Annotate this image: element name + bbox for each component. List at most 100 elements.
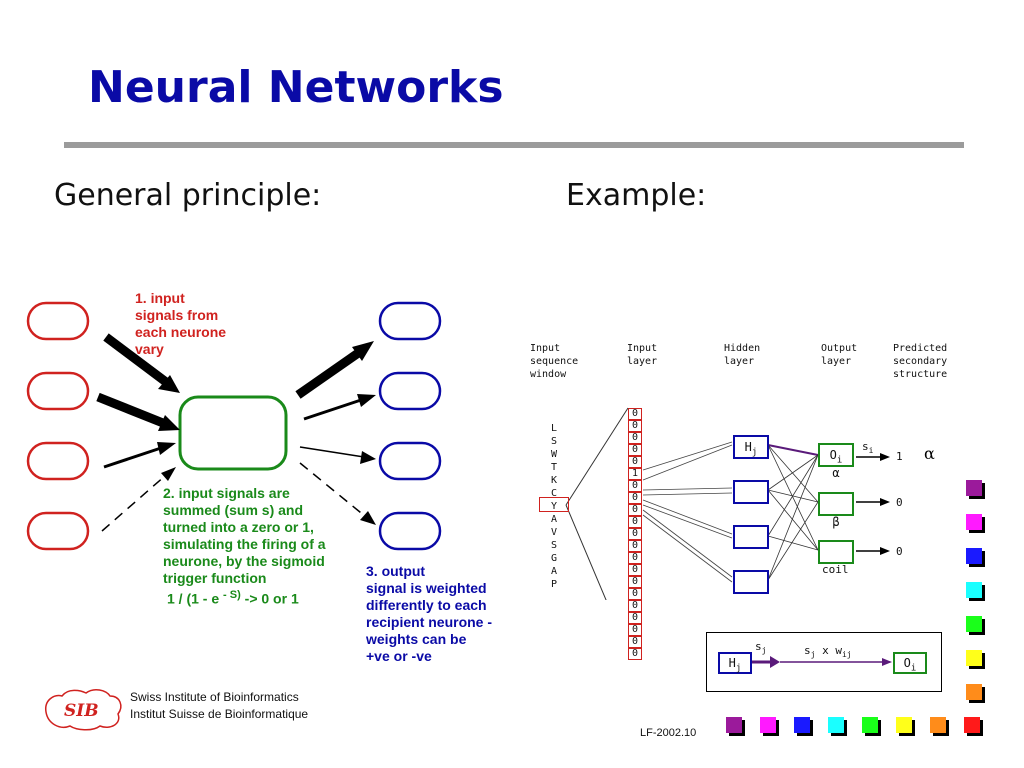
col-header-input-window: Input sequence window bbox=[530, 342, 578, 381]
col-header-line: window bbox=[530, 369, 567, 380]
col-header-input-layer: Input layer bbox=[627, 342, 657, 368]
step2-line: turned into a zero or 1, bbox=[163, 519, 314, 535]
input-unit: 0 bbox=[628, 564, 642, 576]
step1-line: vary bbox=[135, 341, 164, 357]
col-header-hidden-layer: Hidden layer bbox=[724, 342, 760, 368]
step3-line: weights can be bbox=[366, 631, 467, 647]
predicted-alpha: α bbox=[924, 444, 935, 463]
step3-line: 3. output bbox=[366, 563, 426, 579]
input-unit: 0 bbox=[628, 480, 642, 492]
color-square bbox=[966, 650, 982, 666]
col-header-line: layer bbox=[627, 356, 658, 367]
window-center-box bbox=[539, 497, 569, 512]
col-header-line: Input bbox=[627, 343, 658, 354]
input-unit: 0 bbox=[628, 576, 642, 588]
step2-line: neurone, by the sigmoid bbox=[163, 553, 325, 569]
formula-prefix: 1 / (1 - e bbox=[167, 590, 220, 607]
color-square bbox=[896, 717, 912, 733]
sequence-residue: G bbox=[550, 553, 558, 564]
sib-logo: SIB bbox=[45, 688, 122, 731]
hidden-node-hj: Hj bbox=[733, 435, 769, 459]
sequence-residue: A bbox=[550, 514, 558, 525]
input-neurone-1 bbox=[26, 301, 90, 341]
step1-line: 1. input bbox=[135, 290, 185, 306]
right-heading: Example: bbox=[566, 178, 707, 213]
color-square bbox=[966, 548, 982, 564]
inset-o-letter: O bbox=[903, 656, 911, 670]
step3-line: signal is weighted bbox=[366, 580, 487, 596]
input-unit: 0 bbox=[628, 504, 642, 516]
sequence-residue: Y bbox=[550, 501, 558, 512]
hidden-node-sub: j bbox=[751, 447, 758, 458]
color-square bbox=[966, 480, 982, 496]
hidden-node bbox=[733, 570, 769, 594]
input-unit: 1 bbox=[628, 468, 642, 480]
color-square bbox=[760, 717, 776, 733]
output-node-oi: Oi bbox=[818, 443, 854, 467]
step2-line: 2. input signals are bbox=[163, 485, 290, 501]
hidden-node bbox=[733, 480, 769, 504]
output-symbol-beta: β bbox=[832, 515, 840, 529]
input-neurone-2 bbox=[26, 371, 90, 411]
color-square bbox=[966, 582, 982, 598]
output-symbol-coil: coil bbox=[822, 563, 849, 576]
color-square bbox=[964, 717, 980, 733]
input-unit: 0 bbox=[628, 456, 642, 468]
color-square bbox=[930, 717, 946, 733]
step2-text: 2. input signals are summed (sum s) and … bbox=[163, 485, 326, 608]
formula-sub: j bbox=[810, 650, 816, 660]
color-square bbox=[966, 684, 982, 700]
col-header-line: Output bbox=[821, 343, 858, 354]
input-neurone-3 bbox=[26, 441, 90, 481]
weight-inset bbox=[706, 632, 942, 692]
step2-line: simulating the firing of a bbox=[163, 536, 326, 552]
inset-h-sub: j bbox=[735, 663, 742, 674]
output-neurone-1 bbox=[378, 301, 442, 341]
step3-line: recipient neurone - bbox=[366, 614, 493, 630]
si-label: si bbox=[862, 440, 873, 455]
col-header-line: layer bbox=[724, 356, 755, 367]
input-unit: 0 bbox=[628, 408, 642, 420]
sigmoid-formula: 1 / (1 - e - S) -> 0 or 1 bbox=[163, 587, 326, 608]
inset-hidden-node: Hj bbox=[718, 652, 752, 674]
inset-o-sub: i bbox=[910, 663, 917, 674]
formula-sub2: ij bbox=[841, 650, 852, 660]
step2-line: trigger function bbox=[163, 570, 267, 586]
col-header-line: Input bbox=[530, 343, 561, 354]
inset-output-node: Oi bbox=[893, 652, 927, 674]
inset-arrows bbox=[752, 656, 892, 668]
org-name-en: Swiss Institute of Bioinformatics bbox=[130, 690, 299, 704]
input-unit: 0 bbox=[628, 516, 642, 528]
output-value: 0 bbox=[896, 496, 903, 509]
col-header-line: layer bbox=[821, 356, 852, 367]
output-node-label: O bbox=[829, 448, 837, 462]
sequence-residue: K bbox=[550, 475, 558, 486]
sequence-residue: P bbox=[550, 579, 558, 590]
col-header-line: Hidden bbox=[724, 343, 761, 354]
output-neurone-4 bbox=[378, 511, 442, 551]
input-unit: 0 bbox=[628, 648, 642, 660]
sequence-residue: A bbox=[550, 566, 558, 577]
slide-code: LF-2002.10 bbox=[640, 727, 697, 739]
central-neurone bbox=[178, 395, 288, 471]
output-value: 0 bbox=[896, 545, 903, 558]
formula-suffix: -> 0 or 1 bbox=[244, 590, 299, 607]
input-unit: 0 bbox=[628, 420, 642, 432]
org-name-fr: Institut Suisse de Bioinformatique bbox=[130, 707, 309, 721]
input-unit: 0 bbox=[628, 552, 642, 564]
color-square bbox=[966, 514, 982, 530]
col-header-output-layer: Output layer bbox=[821, 342, 857, 368]
left-heading: General principle: bbox=[54, 178, 322, 213]
output-value: 1 bbox=[896, 450, 903, 463]
si-sub: i bbox=[868, 446, 874, 456]
input-unit: 0 bbox=[628, 432, 642, 444]
step3-line: +ve or -ve bbox=[366, 648, 432, 664]
input-unit: 0 bbox=[628, 444, 642, 456]
col-header-line: secondary bbox=[893, 356, 948, 367]
sequence-residue: S bbox=[550, 540, 558, 551]
step3-line: differently to each bbox=[366, 597, 487, 613]
inset-sj-sub: j bbox=[761, 646, 767, 656]
title-divider bbox=[64, 142, 964, 148]
output-symbol-alpha: α bbox=[832, 466, 840, 480]
